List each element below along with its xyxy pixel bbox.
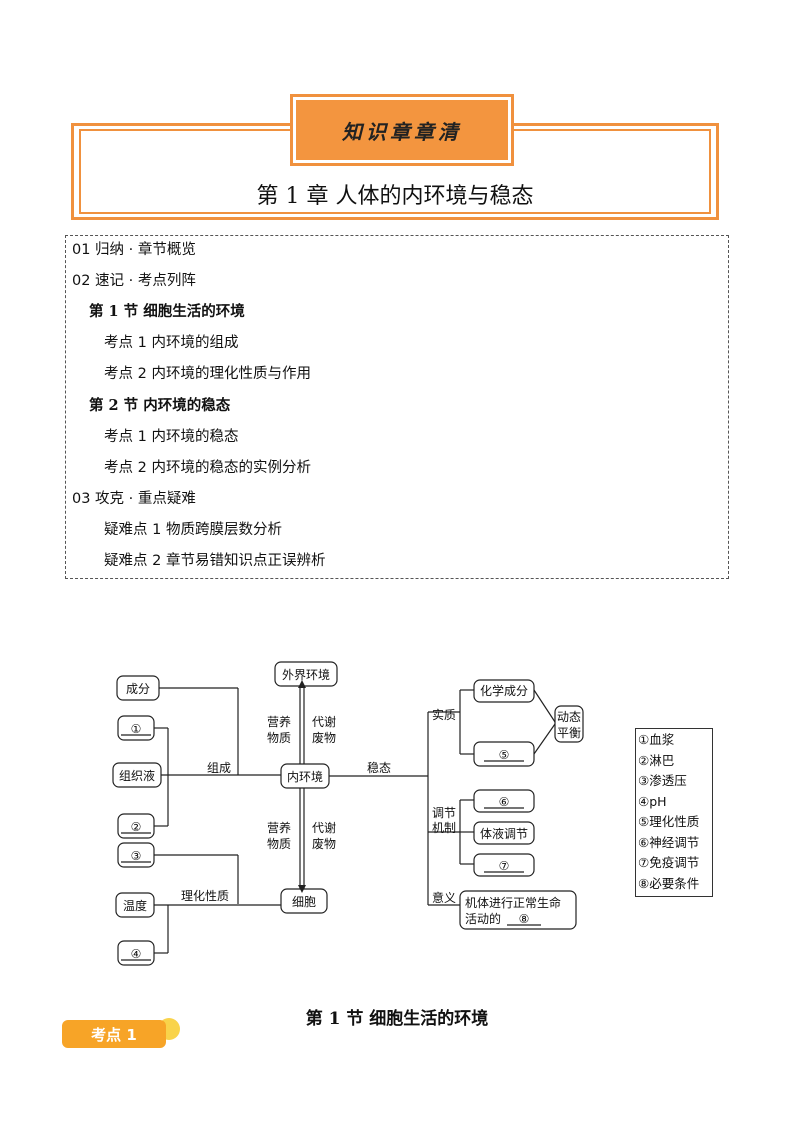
legend-item: ⑧必要条件 (638, 875, 700, 891)
node-chemical-composition: 化学成分 (480, 683, 528, 698)
label-regulation-2: 机制 (432, 821, 456, 835)
legend-item: ②淋巴 (638, 752, 675, 768)
node-external-environment: 外界环境 (282, 667, 330, 682)
node-temperature: 温度 (123, 898, 147, 913)
node-blank-2: ② (131, 820, 142, 834)
node-blank-5: ⑤ (499, 748, 510, 762)
table-of-contents: 01 归纳 · 章节概览 02 速记 · 考点列阵 第 1 节 细胞生活的环境 … (65, 235, 729, 579)
toc-item[interactable]: 考点 1 内环境的稳态 (104, 429, 239, 445)
section-title: 第 1 节 细胞生活的环境 (305, 1009, 489, 1029)
label-nutrient-top-1: 营养 (267, 714, 291, 729)
toc-item[interactable]: 考点 2 内环境的稳态的实例分析 (104, 460, 311, 476)
legend-item: ⑦免疫调节 (638, 855, 700, 870)
label-nutrient-bottom-2: 物质 (267, 837, 291, 851)
legend-item: ⑥神经调节 (638, 834, 700, 850)
node-internal-environment: 内环境 (287, 769, 323, 784)
toc-item[interactable]: 考点 2 内环境的理化性质与作用 (104, 366, 311, 382)
legend-item: ④pH (638, 793, 667, 809)
label-regulation-1: 调节 (432, 806, 456, 820)
node-significance-line-1: 机体进行正常生命 (465, 895, 561, 910)
node-humoral-regulation: 体液调节 (480, 826, 528, 841)
label-waste-bottom-2: 废物 (312, 836, 336, 851)
label-nutrient-bottom-1: 营养 (267, 820, 291, 835)
label-homeostasis: 稳态 (367, 760, 391, 775)
node-blank-1: ① (131, 722, 142, 736)
toc-item[interactable]: 03 攻克 · 重点疑难 (72, 491, 196, 507)
node-tissue-fluid: 组织液 (119, 768, 155, 783)
label-physicochemical: 理化性质 (181, 889, 229, 903)
chapter-title: 第 1 章 人体的内环境与稳态 (256, 184, 534, 209)
label-waste-top-1: 代谢 (312, 714, 336, 729)
toc-item[interactable]: 01 归纳 · 章节概览 (72, 242, 196, 258)
topic-badge: 考点 1 (62, 1018, 180, 1050)
badge-label: 考点 1 (62, 1020, 166, 1048)
legend-item: ①血浆 (638, 732, 675, 747)
banner-tab-label: 知识章章清 (296, 100, 508, 160)
label-nutrient-top-2: 物质 (267, 731, 291, 745)
toc-item[interactable]: 第 2 节 内环境的稳态 (89, 397, 231, 414)
node-significance-line-2: 活动的 (465, 911, 501, 926)
node-composition: 成分 (126, 682, 150, 696)
label-composition: 组成 (207, 761, 231, 775)
toc-item[interactable]: 考点 1 内环境的组成 (104, 335, 239, 351)
node-blank-3: ③ (131, 849, 142, 863)
node-blank-8: ⑧ (519, 912, 530, 926)
toc-item[interactable]: 02 速记 · 考点列阵 (72, 273, 196, 289)
node-dynamic-1: 动态 (557, 710, 581, 724)
node-cell: 细胞 (292, 895, 316, 909)
answer-key-legend: ①血浆 ②淋巴 ③渗透压 ④pH ⑤理化性质 ⑥神经调节 ⑦免疫调节 ⑧必要条件 (635, 728, 713, 897)
node-dynamic-2: 平衡 (557, 726, 581, 740)
toc-item[interactable]: 疑难点 1 物质跨膜层数分析 (104, 522, 282, 538)
node-blank-7: ⑦ (499, 859, 510, 873)
toc-item[interactable]: 第 1 节 细胞生活的环境 (89, 303, 245, 320)
legend-item: ⑤理化性质 (638, 814, 700, 829)
node-blank-6: ⑥ (499, 795, 510, 809)
label-essence: 实质 (432, 707, 456, 722)
label-waste-top-2: 废物 (312, 730, 336, 745)
label-waste-bottom-1: 代谢 (312, 820, 336, 835)
node-blank-4: ④ (131, 947, 142, 961)
label-significance: 意义 (432, 890, 456, 905)
legend-item: ③渗透压 (638, 773, 687, 788)
toc-item[interactable]: 疑难点 2 章节易错知识点正误辨析 (104, 553, 326, 569)
